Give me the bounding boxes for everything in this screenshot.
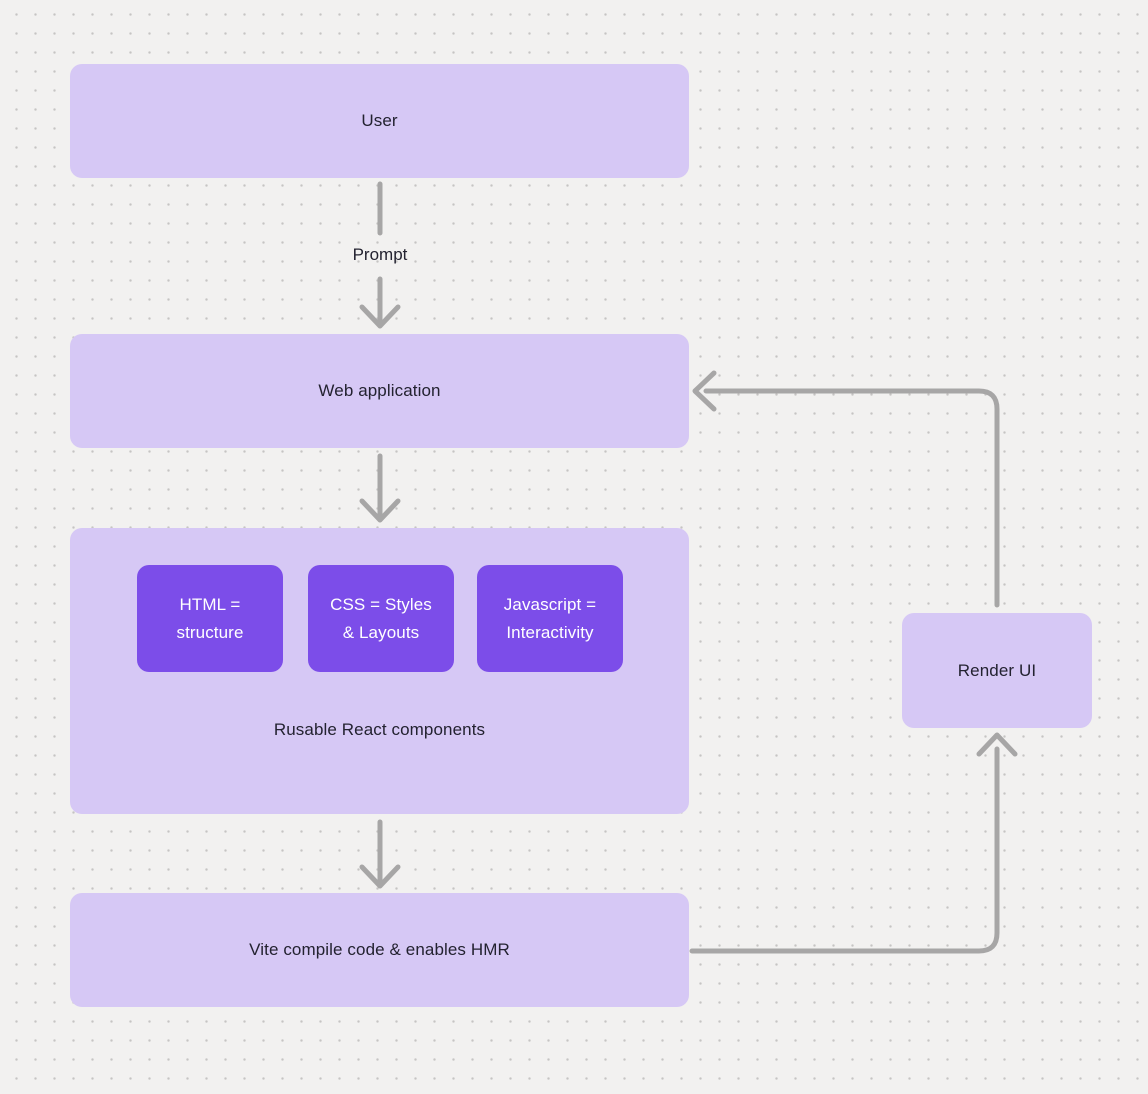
chip-javascript-line1: Javascript =	[503, 594, 597, 614]
edge-render-ui-to-webapp	[692, 370, 1000, 608]
node-vite: Vite compile code & enables HMR	[70, 893, 689, 1007]
node-render-ui-label: Render UI	[957, 660, 1037, 680]
edge-vite-to-render-ui	[689, 732, 1018, 954]
chip-html-line1: HTML =	[179, 594, 241, 614]
chip-html-line2: structure	[176, 622, 244, 642]
edge-webapp-to-components	[359, 453, 401, 523]
edge-label-prompt: Prompt	[352, 245, 408, 264]
chip-css-line2: & Layouts	[342, 622, 420, 642]
chip-javascript-line2: Interactivity	[506, 622, 594, 642]
components-caption: Rusable React components	[273, 720, 486, 739]
edge-components-to-vite	[359, 819, 401, 889]
node-components-group: HTML = structure CSS = Styles & Layouts …	[70, 528, 689, 814]
node-user: User	[70, 64, 689, 178]
node-web-application-label: Web application	[318, 381, 441, 400]
chip-html: HTML = structure	[137, 565, 283, 672]
chip-css: CSS = Styles & Layouts	[308, 565, 454, 672]
chip-javascript: Javascript = Interactivity	[477, 565, 623, 672]
node-vite-label: Vite compile code & enables HMR	[249, 940, 510, 959]
chip-css-line1: CSS = Styles	[330, 594, 432, 614]
node-web-application: Web application	[70, 334, 689, 448]
node-user-label: User	[361, 111, 398, 130]
node-render-ui: Render UI	[902, 613, 1092, 728]
